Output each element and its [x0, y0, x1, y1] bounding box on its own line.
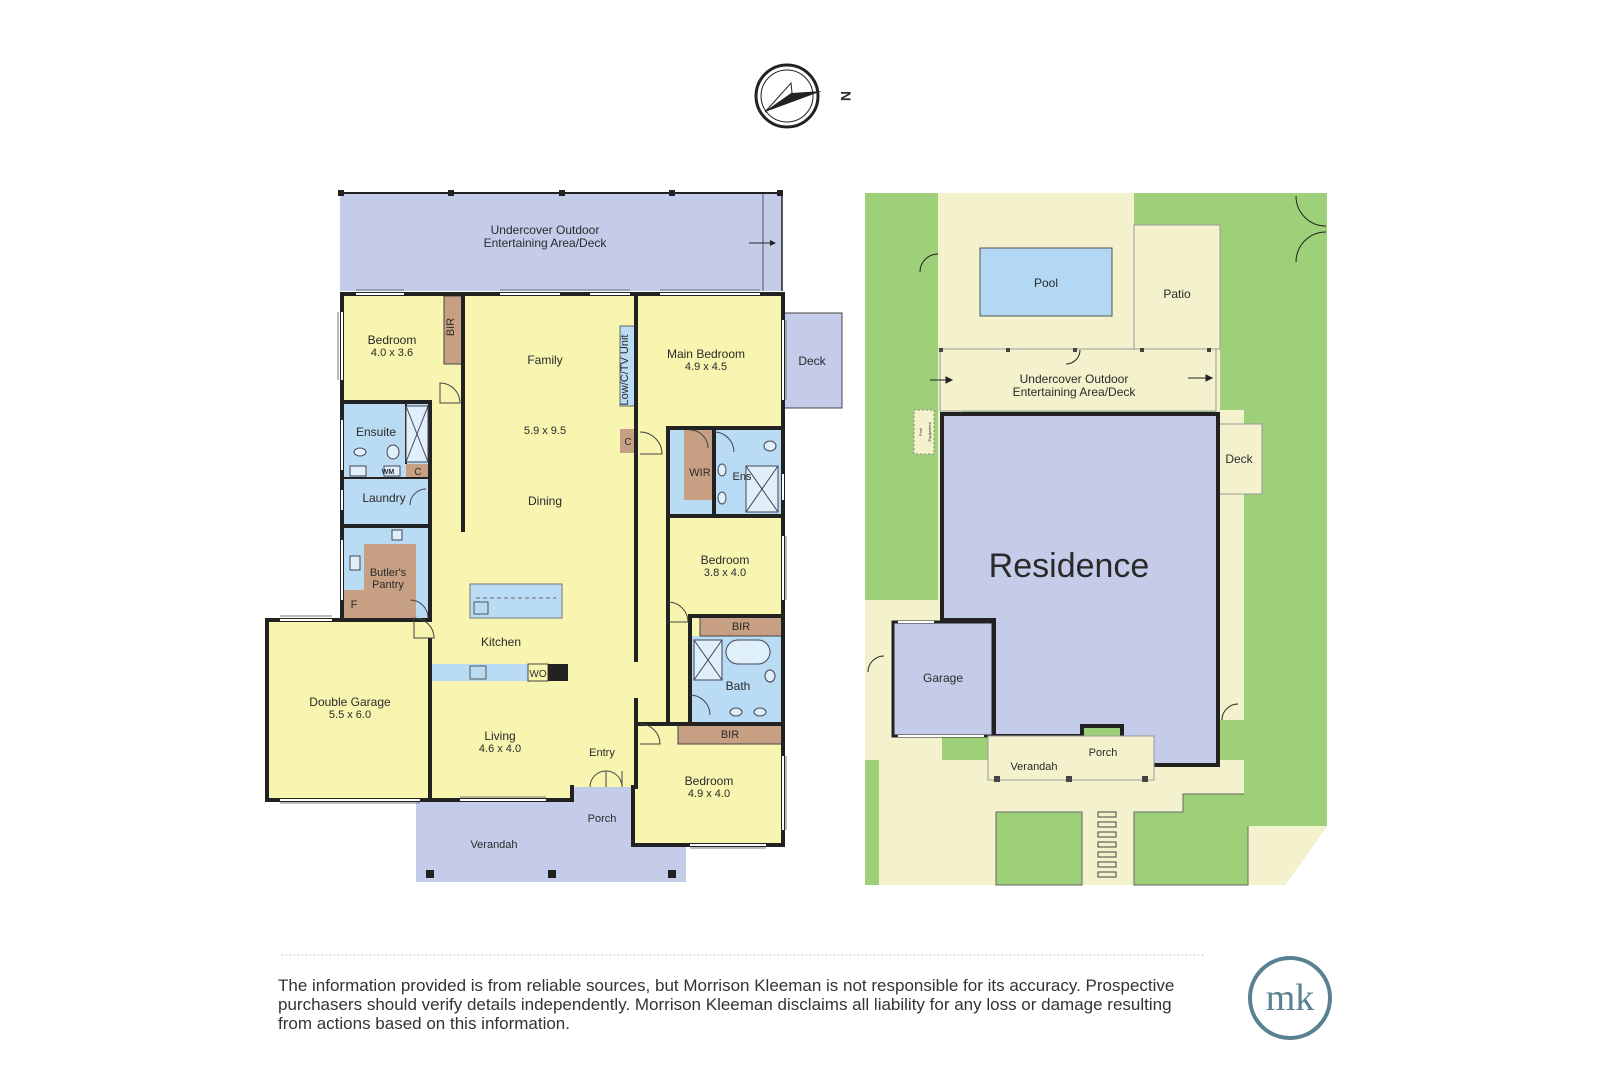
- north-compass-icon: N: [754, 63, 854, 129]
- site-porch-label: Porch: [1089, 747, 1118, 759]
- family-dims: 5.9 x 9.5: [524, 425, 566, 437]
- cupboard-label: C: [624, 437, 631, 448]
- double-garage-area: [268, 620, 430, 800]
- cupboard-c: [620, 429, 636, 453]
- compass-north-label: N: [838, 91, 854, 101]
- mk-logo-icon: mk: [1248, 956, 1332, 1040]
- bir-mid-label: BIR: [732, 621, 750, 633]
- bedroom-mid-dims: 3.8 x 4.0: [704, 567, 746, 579]
- site-plan: Pool Patio Undercover Outdoor Entertaini…: [865, 193, 1327, 886]
- site-shed: [913, 409, 935, 455]
- site-garage-label: Garage: [923, 671, 963, 685]
- porch-label: Porch: [588, 813, 617, 825]
- site-pool-label: Pool: [1034, 276, 1058, 290]
- outdoor-deck-area: [340, 193, 782, 291]
- site-outdoor-label-2: Entertaining Area/Deck: [1013, 385, 1137, 399]
- kitchen-label: Kitchen: [481, 635, 521, 649]
- double-garage-label: Double Garage: [309, 695, 391, 709]
- entry-label: Entry: [589, 747, 615, 759]
- site-paving-top: [938, 193, 1134, 225]
- bedroom-nw-label: Bedroom: [368, 333, 417, 347]
- ensuite-label: Ensuite: [356, 425, 396, 439]
- site-garage: [891, 620, 995, 738]
- family-label: Family: [527, 353, 562, 367]
- site-shed-label-1: Pool: [918, 428, 923, 436]
- site-patio-area: [1133, 224, 1221, 350]
- wo-label: WO: [529, 669, 546, 680]
- site-outdoor-label-1: Undercover Outdoor: [1020, 372, 1129, 386]
- verandah-label: Verandah: [470, 839, 517, 851]
- pantry-label-2: Pantry: [372, 579, 404, 591]
- site-patio-label: Patio: [1163, 287, 1191, 301]
- bedroom-nw-dims: 4.0 x 3.6: [371, 347, 413, 359]
- fridge-label: F: [351, 599, 358, 611]
- site-lawn-right: [1244, 720, 1327, 826]
- cupboard-laundry-label: C: [414, 467, 421, 478]
- logo-text: mk: [1266, 977, 1315, 1019]
- floor-plan: Undercover Outdoor Entertaining Area/Dec…: [265, 190, 843, 882]
- bath-label: Bath: [726, 679, 751, 693]
- living-label: Living: [484, 729, 515, 743]
- pantry-label-1: Butler's: [370, 567, 407, 579]
- laundry-area: [344, 478, 430, 526]
- ens-label: Ens: [733, 471, 752, 483]
- dining-label: Dining: [528, 494, 562, 508]
- laundry-label: Laundry: [362, 491, 405, 505]
- bir-lower-label: BIR: [721, 729, 739, 741]
- outdoor-area-label-2: Entertaining Area/Deck: [484, 236, 608, 250]
- site-deck-label: Deck: [1225, 452, 1253, 466]
- site-pool: [979, 247, 1113, 317]
- tv-unit-label: Low/C/TV Unit: [619, 335, 631, 406]
- bedroom-se-label: Bedroom: [685, 774, 734, 788]
- living-dims: 4.6 x 4.0: [479, 743, 521, 755]
- bir-nw-label: BIR: [445, 318, 457, 336]
- double-garage-dims: 5.5 x 6.0: [329, 709, 371, 721]
- site-lawn-front-left: [995, 811, 1083, 886]
- wir-robe: [684, 430, 714, 500]
- deck-label: Deck: [798, 354, 826, 368]
- fridge-block: [548, 664, 568, 681]
- wm-label: WM: [382, 469, 395, 476]
- wir-label: WIR: [689, 467, 710, 479]
- site-lawn-left-strip: [865, 760, 879, 885]
- site-residence: [940, 412, 1220, 767]
- main-bedroom-label: Main Bedroom: [667, 347, 745, 361]
- main-bedroom-dims: 4.9 x 4.5: [685, 361, 727, 373]
- cupboard-c-laundry: [406, 464, 430, 478]
- site-outdoor-area: [939, 348, 1217, 412]
- site-verandah-label: Verandah: [1010, 761, 1057, 773]
- disclaimer-text: The information provided is from reliabl…: [278, 976, 1175, 1033]
- kitchen-island: [469, 583, 563, 619]
- outdoor-area-label-1: Undercover Outdoor: [491, 223, 600, 237]
- site-verandah-area: [987, 735, 1155, 781]
- site-shed-label-2: Equipment: [927, 422, 932, 442]
- site-deck-area: [1215, 423, 1263, 495]
- site-residence-label: Residence: [989, 547, 1150, 585]
- bedroom-se-dims: 4.9 x 4.0: [688, 788, 730, 800]
- bedroom-mid-label: Bedroom: [701, 553, 750, 567]
- kitchen-bench: [432, 664, 528, 681]
